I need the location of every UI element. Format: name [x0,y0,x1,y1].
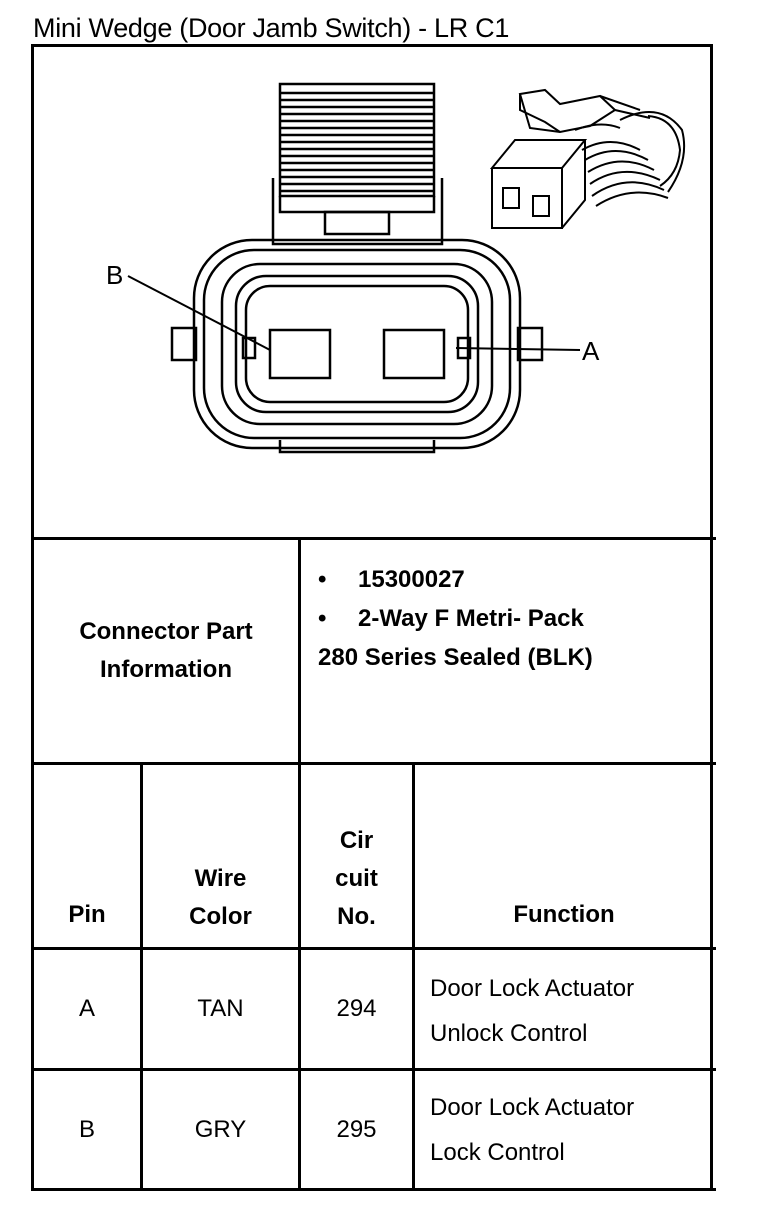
row-a-circuit: 294 [336,995,377,1022]
connector-diagram [127,82,686,454]
divider-col-circuit [412,765,415,1189]
row-a-wire-color: TAN [197,995,244,1022]
divider-image-info [31,537,716,540]
header-circuit-line2: cuit [335,865,378,892]
row-a-function-line2: Unlock Control [430,1020,588,1047]
header-wire-color-line2: Color [189,903,252,930]
row-b-wire-color: GRY [194,1115,247,1143]
row-b-function-line1: Door Lock Actuator [430,1094,635,1121]
page-title: Mini Wedge (Door Jamb Switch) - LR C1 [33,13,510,43]
header-wire-color-line1: Wire [194,865,247,892]
connector-housing [192,238,522,450]
row-b-function: Door Lock Actuator Lock Control [430,1085,634,1175]
header-wire-color: Wire Color [143,856,298,940]
header-circuit-line1: Cir [339,827,374,854]
row-a-function: Door Lock Actuator Unlock Control [430,966,634,1056]
divider-row-a-b [31,1068,716,1071]
part-number: 15300027 [358,566,465,593]
bullet: • [318,605,327,632]
row-b-pin: B [78,1115,95,1143]
divider-header-row [31,947,716,950]
divider-info-table [31,762,716,765]
label-b: B [106,260,124,290]
connector-info-label-line1: Connector Part [79,618,253,645]
terminal-cavity-b [268,328,332,380]
label-a: A [582,336,600,366]
divider-info-vertical [298,540,301,762]
header-circuit: Cir cuit No. [301,818,412,940]
connector-info-details: • 15300027 • 2-Way F Metri- Pack 280 Serie… [318,560,593,677]
connector-isometric-icon [489,88,686,229]
row-b-circuit: 295 [336,1115,377,1143]
row-b-function-line2: Lock Control [430,1139,565,1166]
connector-info-label-line2: Information [100,656,232,683]
divider-col-wire [298,765,301,1189]
connector-description-line1: 2-Way F Metri- Pack [358,605,584,632]
connector-frame [31,44,713,1191]
connector-info-label: Connector Part Information [34,540,298,762]
row-a-function-line1: Door Lock Actuator [430,975,635,1002]
divider-bottom [31,1188,716,1191]
header-function: Function [513,901,615,928]
bullet: • [318,566,327,593]
connector-description-line2: 280 Series Sealed (BLK) [318,644,593,671]
header-pin: Pin [68,901,106,928]
terminal-cavity-a [382,328,446,380]
row-a-pin: A [78,995,95,1022]
divider-col-pin [140,765,143,1189]
connector-top-tab [278,82,436,198]
header-circuit-line3: No. [337,903,376,930]
